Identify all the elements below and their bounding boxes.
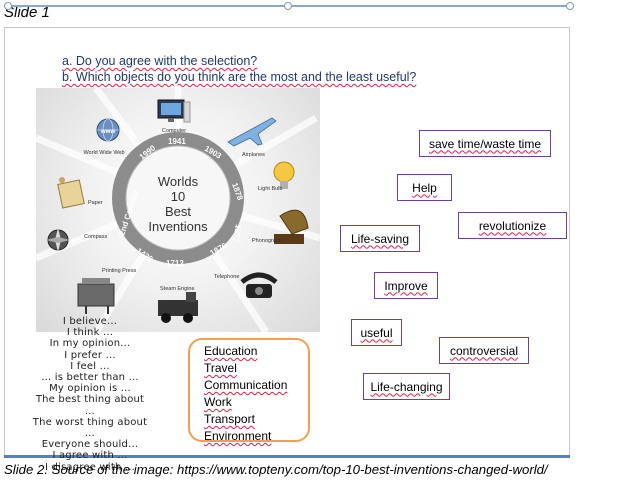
selection-handle-right[interactable] (566, 2, 574, 10)
phrase-item: I agree with ... (52, 450, 128, 462)
center-title-4: Inventions (148, 219, 208, 234)
center-title-1: Worlds (158, 174, 199, 189)
light-bulb-icon (273, 161, 295, 189)
label-computer: Computer (162, 128, 186, 134)
globe-icon: www (96, 118, 120, 142)
word-box-label: Help (412, 180, 437, 195)
compass-icon (46, 228, 70, 252)
selection-bar[interactable] (4, 2, 574, 10)
phonograph-icon (274, 209, 309, 244)
paper-scroll-icon (57, 177, 85, 209)
label-light-bulb: Light Bulb (258, 186, 282, 192)
word-box-controversial[interactable]: controversial (439, 337, 529, 364)
year-1941: 1941 (168, 137, 186, 146)
www-badge: www (100, 129, 115, 135)
topic-item: Communication (204, 378, 288, 392)
computer-icon (157, 99, 191, 123)
word-box-help[interactable]: Help (397, 174, 452, 201)
word-box-life-saving[interactable]: Life-saving (340, 225, 420, 252)
topic-item: Travel (204, 361, 237, 375)
slide-2-caption: Slide 2. Source of the image: https://ww… (4, 462, 548, 477)
slide-bottom-bar (4, 455, 570, 458)
word-box-label: useful (360, 325, 393, 340)
phrase-item: I think ... (66, 327, 114, 339)
label-airplanes: Airplanes (242, 152, 265, 158)
word-box-life-changing[interactable]: Life-changing (363, 373, 450, 400)
phrase-item: My opinion is ... (49, 383, 131, 395)
word-box-save-time[interactable]: save time/waste time (419, 130, 551, 157)
slide-label: Slide 1 (4, 4, 50, 21)
topics-box[interactable]: Education Travel Communication Work Tran… (188, 338, 310, 443)
question-b: b. Which objects do you think are the mo… (62, 70, 417, 84)
word-box-label: Improve (384, 278, 428, 293)
phrase-item: ... is better than ... (41, 372, 139, 384)
label-telephone: Telephone (214, 274, 239, 280)
year-1712: 1712 (166, 259, 184, 268)
opinion-phrases-list: I believe... I think ... In my opinion..… (30, 316, 150, 473)
word-box-label: revolutionize (478, 218, 547, 233)
question-a: a. Do you agree with the selection? (62, 54, 258, 68)
topic-item: Transport (204, 412, 255, 426)
airplane-icon (227, 117, 277, 147)
label-steam-engine: Steam Engine (160, 286, 195, 292)
phrase-item: In my opinion... (49, 338, 131, 350)
inventions-diagram: Worlds 10 Best Inventions 1990 1941 1903… (34, 85, 321, 334)
topic-item: Work (204, 395, 232, 409)
word-box-revolutionize[interactable]: revolutionize (458, 212, 567, 239)
word-box-label: Life-saving (350, 231, 410, 246)
inventions-infographic: Worlds 10 Best Inventions 1990 1941 1903… (34, 85, 321, 334)
year-1877: 1877 (231, 224, 243, 244)
telephone-icon (240, 272, 278, 298)
label-world-wide-web: World Wide Web (83, 150, 124, 156)
center-title-3: Best (165, 204, 191, 219)
phrase-item: The best thing about ... (35, 394, 145, 417)
phrase-item: I believe... (62, 316, 118, 327)
phrase-item: The worst thing about ... (32, 416, 148, 440)
phrase-item: I disagree with ... (44, 461, 136, 473)
center-title-2: 10 (171, 189, 185, 204)
label-phonograph: Phonograph (252, 238, 282, 244)
topic-item: Education (204, 344, 258, 358)
word-box-label: controversial (449, 343, 519, 358)
word-box-label: Life-changing (370, 379, 443, 394)
label-printing-press: Printing Press (102, 268, 136, 274)
phrase-item: I prefer ... (64, 349, 116, 361)
selection-handle-left[interactable] (4, 2, 12, 10)
word-box-label: save time/waste time (428, 136, 542, 151)
word-box-improve[interactable]: Improve (374, 272, 438, 299)
phrase-item: I feel ... (70, 360, 110, 372)
selection-handle-middle[interactable] (284, 2, 292, 10)
topic-item: Environment (204, 429, 272, 443)
word-box-useful[interactable]: useful (351, 319, 402, 346)
label-compass: Compass (84, 234, 107, 240)
label-paper: Paper (88, 200, 103, 206)
steam-engine-icon (158, 292, 198, 323)
printing-press-icon (77, 278, 115, 314)
phrase-item: Everyone should... (41, 439, 139, 451)
